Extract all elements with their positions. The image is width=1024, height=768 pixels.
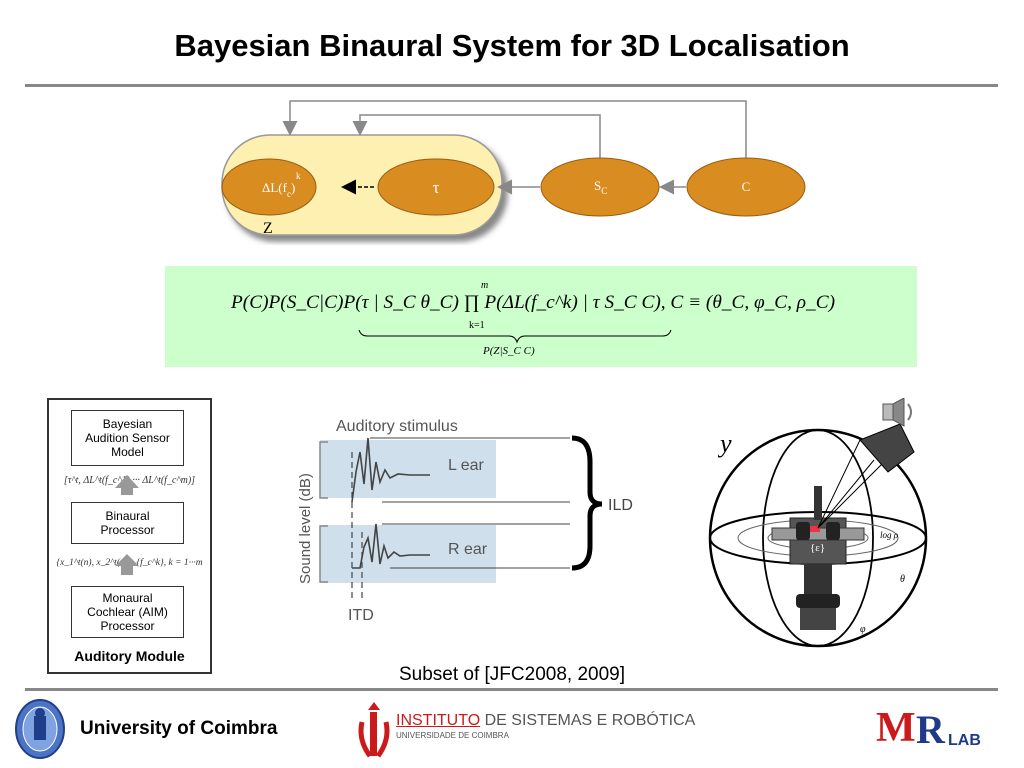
- binaural-processor-label: Binaural Processor: [100, 509, 155, 537]
- node-tau: [377, 158, 495, 216]
- isr-logo-icon: [358, 702, 390, 758]
- node-c-label: C: [742, 179, 751, 194]
- auditory-module-diagram: Bayesian Audition Sensor Model [τ^t, ΔL^…: [47, 398, 212, 674]
- product-upper-limit: m: [481, 280, 488, 291]
- y-axis-label: y: [717, 429, 732, 458]
- formula-box: P(C)P(S_C|C)P(τ | S_C θ_C) ∏ P(ΔL(f_c^k)…: [165, 266, 917, 367]
- ild-label: ILD: [608, 497, 633, 514]
- ray-1: [817, 439, 861, 529]
- z-group-label: Z: [263, 220, 273, 237]
- up-arrow-top: [115, 475, 139, 495]
- node-c: [686, 157, 806, 217]
- sphere-meridian: [762, 429, 874, 647]
- auditory-stimulus-plot: Auditory stimulus Sound level (dB) L ear…: [297, 418, 633, 624]
- robot-neck: [804, 564, 832, 594]
- node-s: [540, 157, 660, 217]
- speaker-cone: [859, 423, 915, 473]
- left-bracket-top: [319, 441, 328, 499]
- slide-title: Bayesian Binaural System for 3D Localisa…: [174, 28, 850, 63]
- isr-subtitle: UNIVERSIDADE DE COIMBRA: [396, 731, 509, 740]
- robot-center-marker: [810, 526, 820, 532]
- theta-label: θ: [900, 574, 905, 585]
- node-s-label: SC: [594, 178, 607, 196]
- right-ear-label: R ear: [448, 541, 488, 558]
- isr-name-rest: DE SISTEMAS E ROBÓTICA: [480, 712, 696, 729]
- stimulus-ylabel: Sound level (dB): [297, 473, 314, 584]
- left-ear-band: [320, 440, 496, 498]
- sensor-model-box: Bayesian Audition Sensor Model: [71, 410, 184, 466]
- binaural-processor-box: Binaural Processor: [71, 502, 184, 544]
- right-ear-waveform: [352, 523, 430, 569]
- underbrace: [358, 329, 672, 344]
- edge-s-to-tau: [352, 114, 601, 187]
- mrl-logo: M R LAB: [876, 704, 988, 760]
- right-ear-band: [320, 525, 496, 583]
- log-rho-label: log ρ: [880, 530, 899, 540]
- left-ear-waveform: [351, 437, 430, 503]
- node-ild: [221, 158, 317, 216]
- mrl-logo-m: M: [876, 705, 916, 751]
- node-tau-label: τ: [433, 178, 440, 197]
- auditory-module-label: Auditory Module: [74, 648, 185, 664]
- university-name: University of Coimbra: [80, 718, 278, 739]
- product-lower-limit: k=1: [469, 320, 485, 331]
- mrl-logo-lab: LAB: [948, 732, 981, 749]
- brace-label: P(Z|S_C C): [482, 345, 535, 357]
- cochlear-processor-box: Monaural Cochlear (AIM) Processor: [71, 586, 184, 638]
- footer-rule: [25, 688, 998, 691]
- module-arrows: [115, 475, 139, 575]
- node-ild-label: ΔL(fc): [262, 180, 295, 199]
- spherical-reference-frame: {ε} y log ρ θ φ: [708, 398, 928, 648]
- phi-label: φ: [860, 624, 866, 635]
- right-camera: [826, 522, 840, 540]
- itd-label: ITD: [348, 607, 374, 624]
- sensor-model-label: Bayesian Audition Sensor Model: [85, 417, 170, 459]
- stimulus-title: Auditory stimulus: [336, 418, 458, 435]
- robot-mast: [814, 486, 822, 520]
- speaker-icon: [882, 398, 912, 427]
- university-seal-icon: [15, 699, 65, 759]
- robot-stand: [800, 608, 836, 630]
- center-frame-label: {ε}: [810, 542, 825, 554]
- cochlear-processor-label: Monaural Cochlear (AIM) Processor: [87, 591, 168, 633]
- joint-distribution-formula: P(C)P(S_C|C)P(τ | S_C θ_C) ∏ P(ΔL(f_c^k)…: [230, 280, 835, 357]
- node-ild-superscript: k: [296, 171, 301, 181]
- robot-base: [796, 594, 840, 608]
- formula-main: P(C)P(S_C|C)P(τ | S_C θ_C) ∏ P(ΔL(f_c^k)…: [230, 292, 835, 313]
- bayes-network-diagram: ΔL(fc) k τ SC C Z: [221, 100, 806, 237]
- up-arrow-bottom: [115, 554, 139, 575]
- mrl-logo-r: R: [916, 707, 945, 752]
- isr-brand: INSTITUTO: [396, 712, 481, 729]
- edge-c-to-ild: [282, 100, 747, 187]
- title-rule: [25, 84, 998, 87]
- isr-name: INSTITUTO DE SISTEMAS E ROBÓTICA: [396, 712, 695, 730]
- ray-3: [817, 453, 893, 529]
- ray-2: [817, 459, 875, 529]
- citation-caption: Subset of [JFC2008, 2009]: [398, 664, 626, 685]
- left-bracket-bottom: [319, 525, 328, 583]
- left-camera: [796, 522, 810, 540]
- ild-brace: [571, 435, 603, 571]
- left-ear-label: L ear: [448, 457, 485, 474]
